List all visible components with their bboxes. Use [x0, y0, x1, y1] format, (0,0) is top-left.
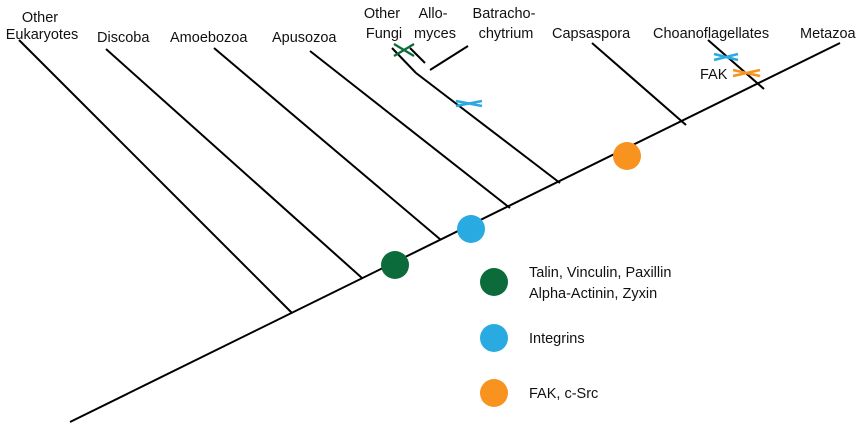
branch-allomyces: [409, 47, 426, 64]
branch-capsaspora: [591, 42, 687, 126]
legend-item-green: Talin, Vinculin, Paxillin Alpha-Actinin,…: [480, 265, 675, 302]
gain-dot-blue: [457, 215, 485, 243]
taxon-apusozoa: Apusozoa: [272, 30, 337, 46]
legend-swatch-blue: [480, 324, 508, 352]
loss-mark-green-fungi: [393, 43, 415, 57]
loss-mark-blue-choano: [713, 52, 739, 62]
taxon-choanoflagellates: Choanoflagellates: [653, 26, 769, 42]
gain-dot-green: [381, 251, 409, 279]
branch-discoba: [105, 48, 363, 279]
taxon-batrachochytrium: Batracho- chytrium: [473, 6, 540, 42]
branch-amoebozoa: [213, 47, 442, 241]
gain-dot-orange: [613, 142, 641, 170]
branch-choanoflagellates: [707, 39, 765, 90]
taxon-discoba: Discoba: [97, 30, 150, 46]
legend-item-blue: Integrins: [480, 324, 585, 352]
loss-mark-blue-fungi: [455, 99, 483, 108]
taxon-metazoa: Metazoa: [800, 26, 857, 42]
branch-other-eukaryotes: [18, 39, 293, 314]
legend-label-blue: Integrins: [529, 331, 585, 347]
taxon-other-fungi: Other Fungi: [364, 6, 404, 42]
taxon-capsaspora: Capsaspora: [552, 26, 631, 42]
taxon-other-eukaryotes: Other Eukaryotes: [6, 10, 79, 43]
legend-label-green: Talin, Vinculin, Paxillin Alpha-Actinin,…: [529, 265, 675, 302]
branch-fungi-clade: [415, 72, 561, 184]
taxon-allomyces: Allo- myces: [414, 6, 456, 42]
legend: Talin, Vinculin, Paxillin Alpha-Actinin,…: [480, 265, 675, 407]
tree-trunk: [69, 42, 841, 423]
legend-swatch-orange: [480, 379, 508, 407]
legend-item-orange: FAK, c-Src: [480, 379, 598, 407]
loss-mark-orange-choano: [732, 68, 761, 78]
legend-label-orange: FAK, c-Src: [529, 386, 598, 402]
annotation-fak-loss: FAK: [700, 67, 728, 83]
branch-other-fungi: [391, 47, 417, 74]
branch-batrachochytrium: [429, 45, 469, 71]
taxon-amoebozoa: Amoebozoa: [170, 30, 248, 46]
branch-apusozoa: [309, 50, 511, 209]
legend-swatch-green: [480, 268, 508, 296]
